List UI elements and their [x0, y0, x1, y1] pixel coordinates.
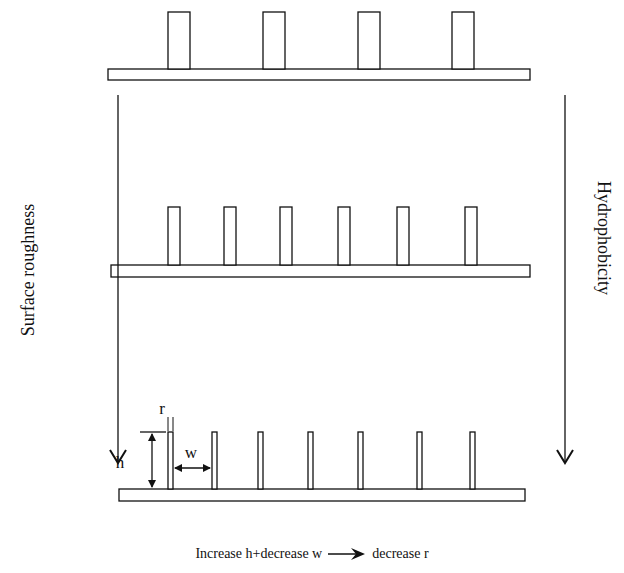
dimension-label: r — [159, 400, 165, 417]
dimension-tick — [168, 417, 169, 431]
axis-label: Hydrophobicity — [595, 181, 613, 295]
trend-arrow — [564, 95, 565, 462]
dimension-tick — [173, 417, 174, 431]
pillar — [308, 432, 313, 489]
trend-arrow — [117, 95, 118, 462]
caption-row: Increase h+decrease w decrease r — [0, 546, 624, 562]
pillar — [470, 432, 475, 489]
pillar — [168, 207, 180, 265]
substrate — [111, 265, 530, 277]
substrate — [108, 69, 530, 80]
pillar — [397, 207, 409, 265]
caption-arrow — [327, 547, 367, 561]
pillar — [280, 207, 292, 265]
dimension-label: w — [185, 444, 197, 461]
pillar — [212, 432, 217, 489]
dimension-tick — [140, 431, 166, 432]
dimension-label: h — [116, 454, 125, 471]
pillar — [452, 12, 474, 69]
pillar — [168, 12, 190, 69]
pillar — [263, 12, 285, 69]
arrow-head — [557, 450, 573, 463]
pillar — [224, 207, 236, 265]
pillar — [338, 207, 350, 265]
caption-text: decrease r — [372, 546, 428, 562]
pillar — [168, 432, 173, 489]
pillar — [358, 432, 363, 489]
pillar — [358, 12, 380, 69]
dimension-line — [175, 467, 210, 468]
axis-label: Surface roughness — [19, 204, 37, 336]
pillar — [465, 207, 477, 265]
pillar — [258, 432, 263, 489]
caption-text: Increase h+decrease w — [195, 546, 322, 562]
dimension-line — [151, 434, 152, 487]
substrate — [119, 489, 525, 501]
pillar — [417, 432, 422, 489]
